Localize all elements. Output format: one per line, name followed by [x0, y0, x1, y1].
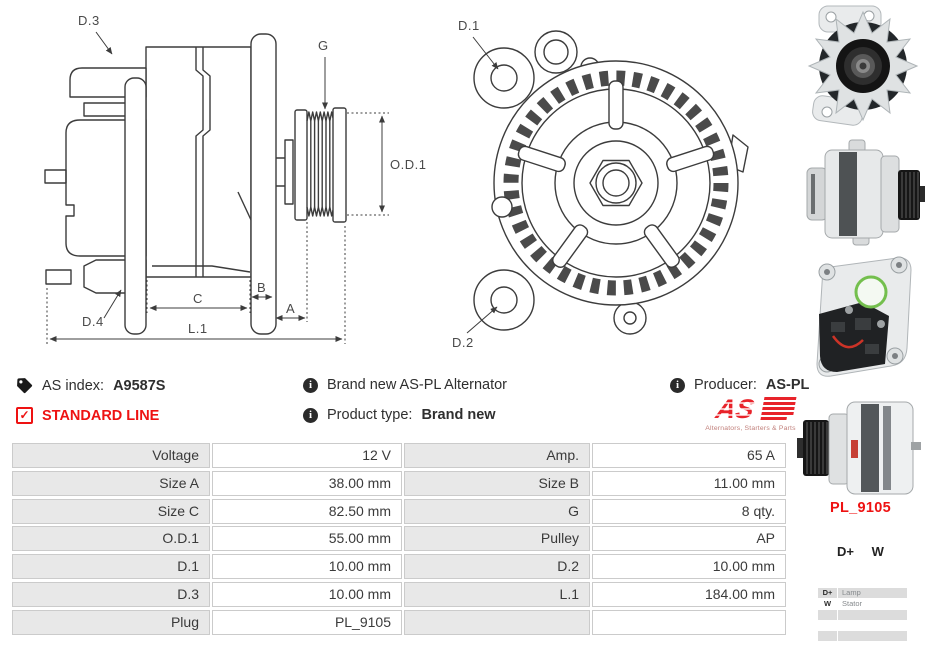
spec-value: 8 qty.: [592, 498, 786, 524]
spec-label: L.1: [404, 581, 590, 607]
producer-row: Producer: AS-PL: [670, 377, 809, 393]
product-photo-rear: [816, 256, 912, 377]
plug-legend-table: D+ Lamp W Stator: [818, 588, 907, 642]
dim-label-a: A: [286, 301, 295, 316]
as-logo-tagline: Alternators, Starters & Parts: [705, 425, 796, 432]
spec-value: AP: [592, 526, 786, 552]
spec-label-empty: [404, 609, 590, 635]
spec-label: Size B: [404, 470, 590, 496]
product-type-label: Product type:: [327, 407, 413, 423]
spec-label: Plug: [12, 609, 210, 635]
legend-term: [818, 631, 837, 642]
product-type-value: Brand new: [421, 407, 496, 423]
spec-value: 82.50 mm: [212, 498, 402, 524]
as-pl-logo: AS Alternators, Starters & Parts: [701, 393, 798, 432]
red-wire: [831, 335, 864, 349]
legend-term: [818, 620, 837, 630]
legend-desc: [838, 609, 907, 620]
spec-label: Pulley: [404, 526, 590, 552]
threaded-stud: [44, 169, 67, 184]
spec-value: 10.00 mm: [212, 554, 402, 580]
legend-term: D+: [818, 588, 837, 598]
dim-label-c: C: [193, 291, 203, 306]
legend-term: W: [823, 598, 832, 608]
info-icon: [303, 407, 318, 423]
spec-value-empty: [592, 609, 786, 635]
legend-desc: Stator: [842, 598, 863, 608]
spec-value: 184.00 mm: [592, 581, 786, 607]
spec-label: D.3: [12, 581, 210, 607]
plug-code: PL_9105: [830, 500, 891, 516]
front-housing: [473, 30, 749, 335]
dim-label-d1: D.1: [458, 18, 480, 33]
dim-label-l1: L.1: [188, 321, 208, 336]
fan-spokes: [517, 80, 715, 268]
pulley: [276, 107, 347, 223]
as-index-label: AS index:: [42, 377, 105, 394]
spec-label: Amp.: [404, 443, 590, 468]
spec-value: 55.00 mm: [212, 526, 402, 552]
product-photo-side: [806, 139, 925, 246]
spec-value: 38.00 mm: [212, 470, 402, 496]
spec-label: Size A: [12, 470, 210, 496]
spec-value: 11.00 mm: [592, 470, 786, 496]
spec-value: 10.00 mm: [592, 554, 786, 580]
producer-label: Producer:: [694, 377, 757, 393]
product-type-row: Product type: Brand new: [303, 407, 496, 423]
threaded-stud: [45, 269, 72, 285]
dim-label-od1: O.D.1: [390, 157, 426, 172]
alternator-body: [145, 46, 266, 278]
spec-value: 65 A: [592, 443, 786, 468]
terminal-dplus: D+: [837, 544, 855, 559]
vent-slots-ring: [503, 70, 729, 296]
as-logo-text: AS: [713, 394, 757, 422]
red-label: [851, 440, 858, 458]
dim-label-b: B: [257, 280, 266, 295]
mounting-hole-d1: [490, 64, 518, 92]
legend-desc: [838, 620, 907, 630]
info-icon: [670, 377, 685, 393]
legend-term: [818, 609, 837, 620]
mounting-hole-d2: [490, 286, 518, 314]
spec-label: O.D.1: [12, 526, 210, 552]
spec-label: G: [404, 498, 590, 524]
spec-table: Voltage 12 V Amp. 65 A Size A 38.00 mm S…: [12, 443, 786, 635]
spec-value: 12 V: [212, 443, 402, 468]
green-sticker: [854, 275, 888, 309]
brand-new-text: Brand new AS-PL Alternator: [327, 377, 508, 393]
standard-line-row: STANDARD LINE: [16, 407, 159, 424]
spec-label: D.1: [12, 554, 210, 580]
tag-icon: [17, 378, 33, 394]
spec-value: 10.00 mm: [212, 581, 402, 607]
plug-terminals: D+ W: [795, 544, 926, 559]
front-view-drawing: D.1 D.2: [452, 18, 749, 350]
spec-label: D.2: [404, 554, 590, 580]
dim-label-d2: D.2: [452, 335, 474, 350]
legend-desc: Lamp: [838, 588, 907, 598]
dim-label-d3: D.3: [78, 13, 100, 28]
producer-value: AS-PL: [765, 377, 810, 393]
brand-new-row: Brand new AS-PL Alternator: [303, 377, 507, 393]
dim-label-d4: D.4: [82, 314, 104, 329]
rear-mounting-ear: [124, 77, 147, 335]
dimension-lines: D.1 D.2: [452, 18, 499, 350]
side-view-drawing: D.3 G O.D.1 D.4 C B A L.1: [44, 13, 426, 344]
dimension-lines: D.3 G O.D.1 D.4 C B A L.1: [46, 13, 426, 344]
spec-label: Size C: [12, 498, 210, 524]
legend-desc: [838, 631, 907, 642]
dim-label-g: G: [318, 38, 329, 53]
product-photo-front: [807, 5, 919, 126]
terminal-w: W: [871, 544, 884, 559]
front-mounting-ear: [250, 33, 277, 335]
spec-value: PL_9105: [212, 609, 402, 635]
checkbox-checked-icon: [16, 407, 33, 424]
as-index-row: AS index: A9587S: [16, 377, 165, 394]
as-index-value: A9587S: [113, 377, 166, 394]
spec-label: Voltage: [12, 443, 210, 468]
standard-line-text: STANDARD LINE: [42, 407, 160, 424]
as-logo-mark: AS: [701, 393, 797, 424]
info-icon: [303, 377, 318, 393]
product-photo-side-pulley-left: [797, 401, 921, 495]
